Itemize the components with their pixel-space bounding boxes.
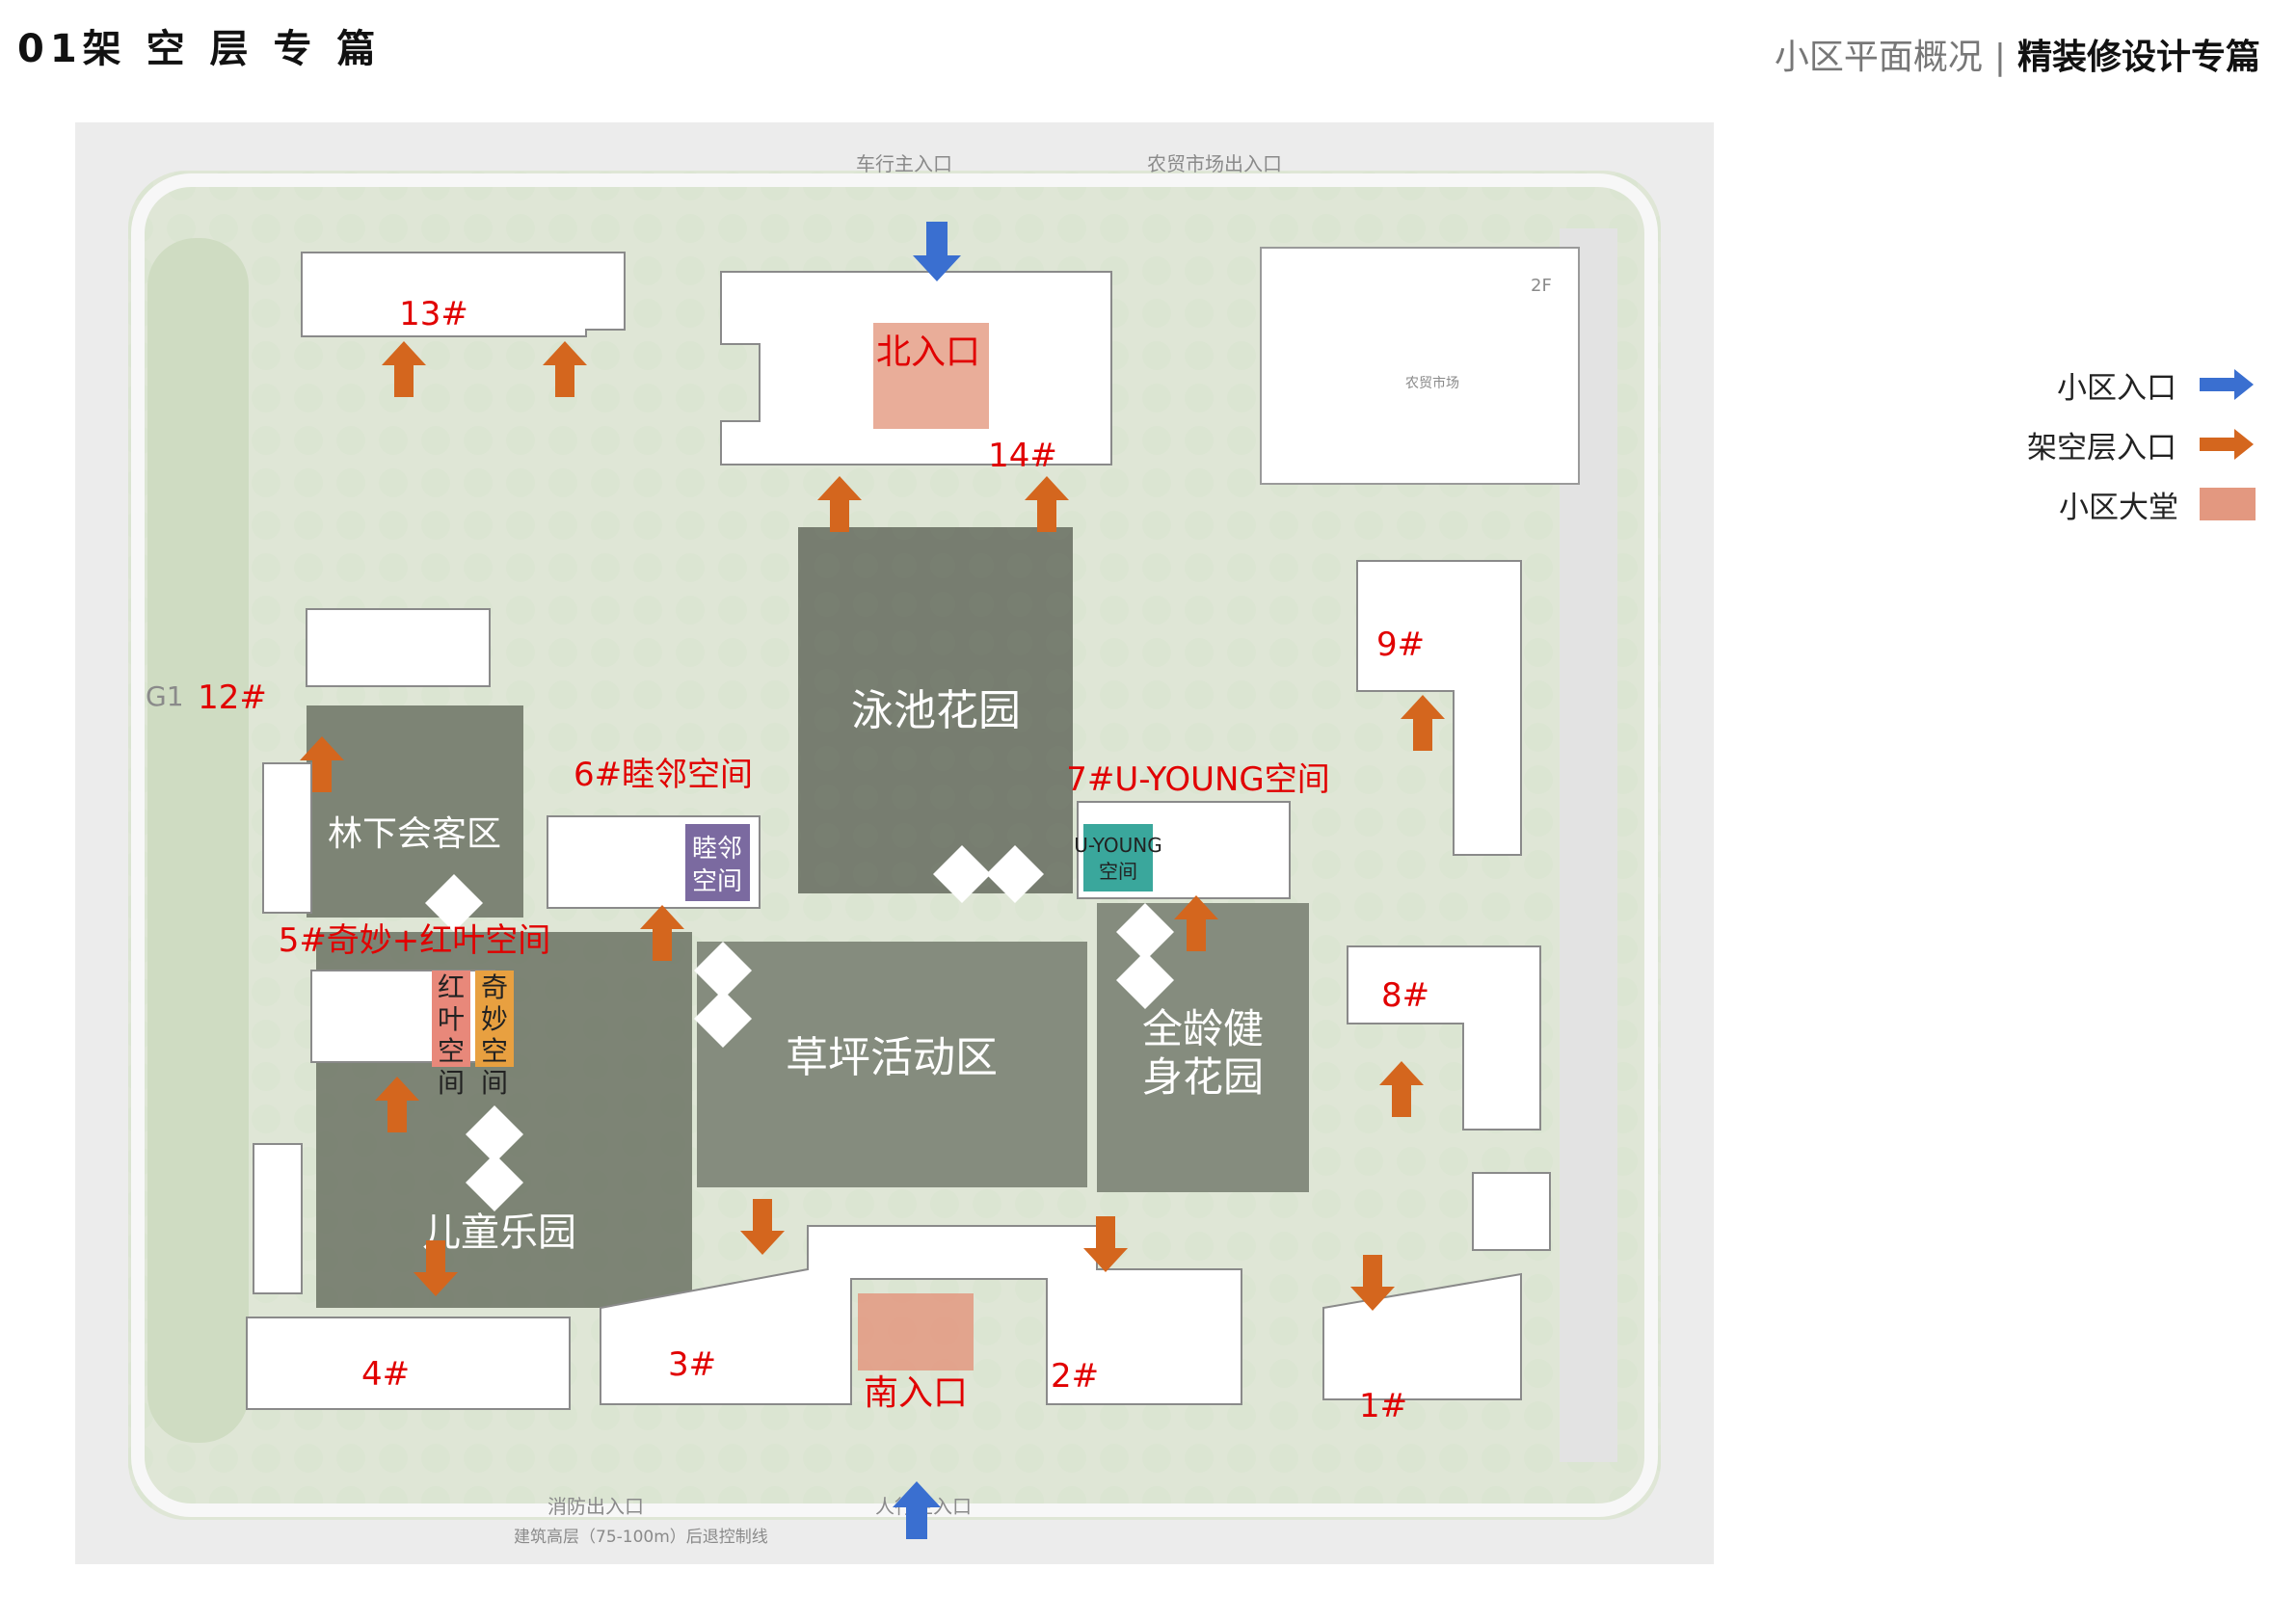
market-exit-label: 农贸市场出入口	[1147, 152, 1282, 175]
south-lobby	[858, 1293, 974, 1370]
legend-label-lobby: 小区大堂	[2059, 490, 2178, 525]
building-14-number: 14#	[988, 437, 1057, 475]
pool-garden-trees	[798, 527, 1073, 893]
fire-exit-label: 消防出入口	[547, 1495, 644, 1518]
west-green-belt	[147, 238, 249, 1443]
fitness-garden-label-2: 身花园	[1142, 1053, 1264, 1101]
building-8-number: 8#	[1381, 976, 1429, 1015]
setback-label: 建筑高层（75-100m）后退控制线	[514, 1528, 768, 1547]
subtitle-right: 精装修设计专篇	[2016, 38, 2260, 77]
south-entrance-label: 南入口	[864, 1373, 968, 1413]
orange-arrow-icon	[414, 1199, 1395, 1311]
forest-meeting-label: 林下会客区	[328, 814, 501, 854]
orange-arrow-icon	[2200, 429, 2254, 460]
forest-meeting-zone	[307, 705, 523, 918]
building-4	[246, 1143, 571, 1410]
red-leaf-tag-1: 红	[438, 971, 465, 1003]
wonder-tag-4: 间	[481, 1067, 508, 1099]
wonder-tag-1: 奇	[481, 971, 508, 1003]
space-5-label: 5#奇妙+红叶空间	[279, 921, 551, 960]
path-marker-icon	[425, 845, 1174, 1211]
building-8	[1347, 945, 1541, 1131]
legend-item-overhead-entrance: 架空层入口	[1966, 414, 2256, 474]
wonder-tag-2: 妙	[481, 1003, 508, 1035]
building-13-number: 13#	[399, 295, 468, 333]
section-header: 小区平面概况 | 精装修设计专篇	[1775, 29, 2260, 79]
lawn-zone-label: 草坪活动区	[786, 1033, 998, 1082]
space-7-label: 7#U-YOUNG空间	[1066, 760, 1330, 799]
red-leaf-tag-3: 空	[438, 1035, 465, 1067]
legend-label-community-entrance: 小区入口	[2057, 370, 2176, 406]
perimeter-road	[131, 173, 1658, 1517]
site-plan-map: 车行主入口 农贸市场出入口 消防出入口 人行主入口 建筑高层（75-100m）后…	[75, 122, 1714, 1564]
lawn-zone	[697, 942, 1087, 1187]
building-3-2	[600, 1225, 1242, 1405]
red-leaf-tag-2: 叶	[438, 1003, 465, 1035]
uyoung-tag-line1: U-YOUNG	[1074, 834, 1161, 857]
neighbor-tag-line2: 空间	[692, 867, 742, 896]
fitness-garden-label-1: 全龄健	[1142, 1005, 1264, 1052]
space-6-label: 6#睦邻空间	[574, 756, 753, 794]
legend-item-lobby: 小区大堂	[1966, 474, 2256, 534]
uyoung-tag-line2: 空间	[1099, 860, 1137, 883]
building-1-number: 1#	[1359, 1387, 1407, 1425]
market-label: 农贸市场	[1405, 375, 1459, 391]
subtitle-left: 小区平面概况	[1774, 38, 1983, 77]
kids-park-label: 儿童乐园	[422, 1211, 576, 1255]
car-main-entry-label: 车行主入口	[856, 152, 952, 175]
building-2-number: 2#	[1051, 1357, 1099, 1396]
building-3-number: 3#	[668, 1345, 716, 1384]
blue-arrow-icon	[913, 222, 961, 281]
wonder-space-tag	[475, 971, 514, 1067]
market-floors-label: 2F	[1531, 276, 1552, 296]
building-4-number: 4#	[361, 1355, 410, 1394]
building-12	[262, 608, 491, 914]
market-building	[1260, 247, 1580, 485]
building-12-number: 12#	[198, 678, 267, 717]
neighbor-space-tag	[685, 824, 750, 901]
page-title: 01架 空 层 专 篇	[17, 27, 382, 71]
wonder-tag-3: 空	[481, 1035, 508, 1067]
building-9-number: 9#	[1376, 625, 1425, 664]
lobby-swatch	[2200, 488, 2256, 520]
blue-arrow-icon	[2200, 369, 2254, 400]
north-lobby	[873, 323, 989, 429]
legend-label-overhead-entrance: 架空层入口	[2027, 430, 2176, 466]
legend-item-community-entrance: 小区入口	[1966, 355, 2256, 414]
map-legend: 小区入口 架空层入口 小区大堂	[1966, 355, 2256, 534]
building-13	[301, 252, 626, 337]
neighbor-tag-line1: 睦邻	[692, 835, 742, 864]
building-9	[1356, 560, 1522, 856]
red-leaf-space-tag	[432, 971, 470, 1067]
g1-label: G1	[146, 680, 184, 712]
red-leaf-tag-4: 间	[438, 1067, 465, 1099]
uyoung-space-tag	[1083, 824, 1153, 891]
north-entrance-label: 北入口	[876, 333, 980, 372]
header-separator: |	[1993, 38, 2006, 77]
blue-arrow-icon	[893, 1481, 941, 1539]
orange-arrow-icon	[300, 341, 1445, 1132]
pool-garden-label: 泳池花园	[851, 686, 1021, 735]
